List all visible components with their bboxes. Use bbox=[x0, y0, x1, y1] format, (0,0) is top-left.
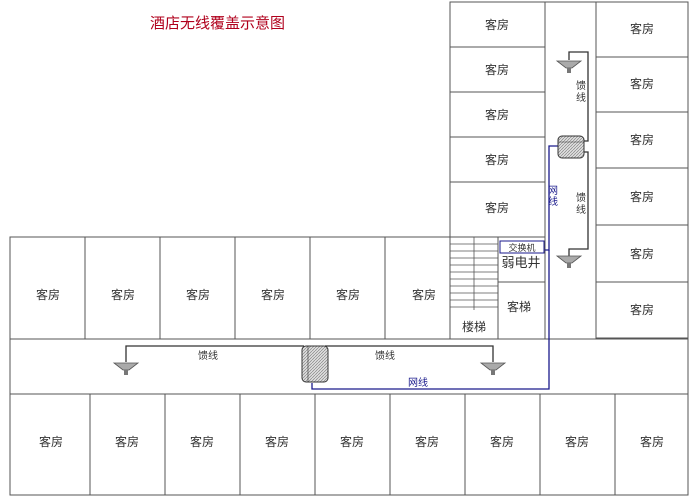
room-r6-label: 客房 bbox=[630, 302, 654, 317]
room-b1-label: 客房 bbox=[39, 434, 63, 449]
feeder-label-down-2: 线 bbox=[576, 203, 586, 216]
access-point-top bbox=[557, 135, 585, 159]
room-c5-label: 客房 bbox=[485, 200, 509, 215]
switch-label: 交换机 bbox=[508, 242, 535, 254]
room-c1-label: 客房 bbox=[485, 17, 509, 32]
feeder-cable-down bbox=[568, 151, 589, 256]
room-m2-label: 客房 bbox=[111, 287, 135, 302]
room-r3-label: 客房 bbox=[630, 132, 654, 147]
feeder-cable-left bbox=[125, 345, 304, 362]
room-c3-label: 客房 bbox=[485, 107, 509, 122]
feeder-label-left: 馈线 bbox=[198, 349, 218, 362]
feeder-cable-right bbox=[325, 345, 494, 362]
stairs-label: 楼梯 bbox=[462, 319, 486, 334]
room-b8-label: 客房 bbox=[565, 434, 589, 449]
room-b3-label: 客房 bbox=[190, 434, 214, 449]
room-r1-label: 客房 bbox=[630, 21, 654, 36]
room-b9 bbox=[614, 393, 689, 496]
feeder-label-down-1: 馈 bbox=[576, 191, 586, 204]
room-b9-label: 客房 bbox=[640, 434, 664, 449]
antenna-right-icon bbox=[479, 362, 507, 375]
antenna-left-icon bbox=[112, 362, 140, 375]
network-cable-corridor bbox=[311, 250, 550, 390]
diagram-title: 酒店无线覆盖示意图 bbox=[150, 14, 286, 32]
room-b7-label: 客房 bbox=[490, 434, 514, 449]
elevator-label: 客梯 bbox=[507, 299, 531, 314]
room-m4-label: 客房 bbox=[261, 287, 285, 302]
room-r5-label: 客房 bbox=[630, 246, 654, 261]
antenna-mid-icon bbox=[555, 255, 583, 268]
room-b4-label: 客房 bbox=[265, 434, 289, 449]
network-label-vertical-2: 线 bbox=[548, 195, 558, 208]
room-b2-label: 客房 bbox=[115, 434, 139, 449]
switch-box bbox=[499, 240, 545, 254]
room-b6-label: 客房 bbox=[415, 434, 439, 449]
room-m1-label: 客房 bbox=[36, 287, 60, 302]
room-m5-label: 客房 bbox=[336, 287, 360, 302]
network-label-corridor: 网线 bbox=[408, 376, 428, 389]
room-m3-label: 客房 bbox=[186, 287, 210, 302]
room-r4-label: 客房 bbox=[630, 189, 654, 204]
feeder-cable-up bbox=[568, 51, 589, 142]
access-point-corridor bbox=[301, 345, 329, 383]
antenna-top-icon bbox=[555, 60, 583, 73]
stairs-steps bbox=[450, 237, 498, 310]
network-label-vertical-1: 网 bbox=[548, 185, 558, 197]
elevator-area bbox=[497, 281, 546, 340]
room-c4-label: 客房 bbox=[485, 152, 509, 167]
feeder-label-right: 馈线 bbox=[375, 349, 395, 362]
room-m6-label: 客房 bbox=[412, 287, 436, 302]
room-r2-label: 客房 bbox=[630, 76, 654, 91]
weak-shaft-label: 弱电井 bbox=[501, 256, 540, 271]
room-c2-label: 客房 bbox=[485, 62, 509, 77]
network-cable-vertical bbox=[545, 145, 562, 251]
room-b5-label: 客房 bbox=[340, 434, 364, 449]
feeder-label-up-1: 馈 bbox=[576, 79, 586, 92]
feeder-label-up-2: 线 bbox=[576, 91, 586, 104]
